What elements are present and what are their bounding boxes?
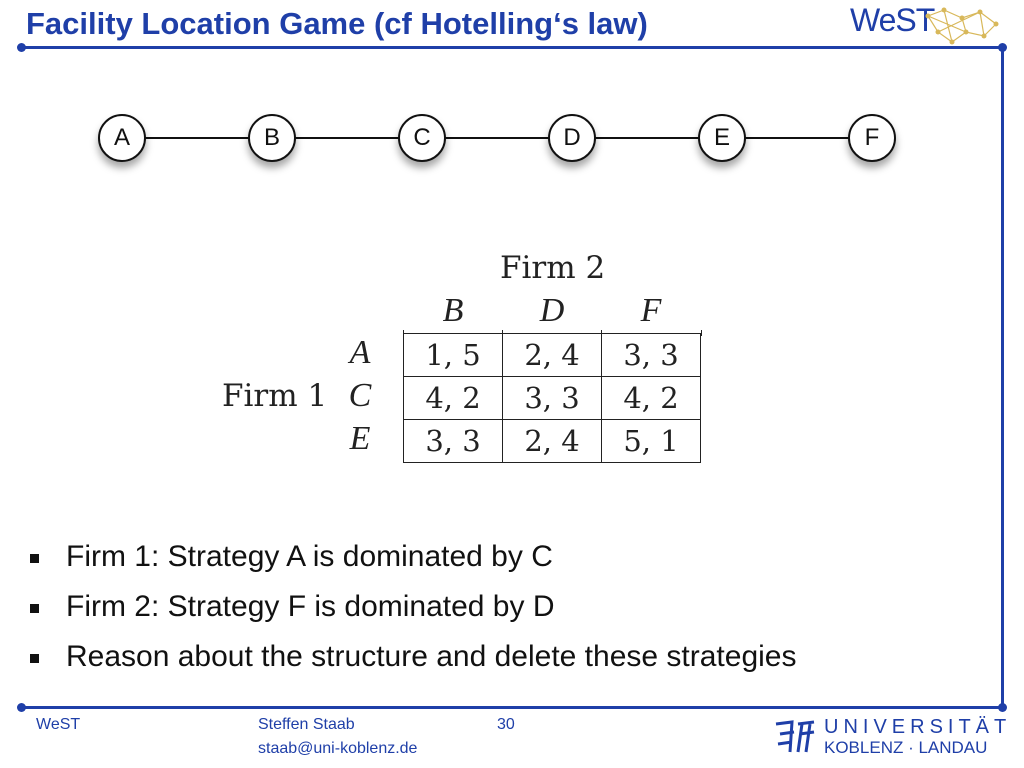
column-header: D [539, 292, 565, 329]
payoff-cell: 2, 4 [502, 419, 602, 463]
network-star-icon [925, 7, 999, 45]
university-emblem-icon [775, 720, 815, 753]
graph-node: C [398, 114, 446, 162]
bullet-square-icon [30, 654, 39, 663]
payoff-cell: 4, 2 [403, 376, 503, 420]
payoff-cell: 3, 3 [502, 376, 602, 420]
payoff-cell: 5, 1 [601, 419, 701, 463]
university-name-line1: UNIVERSITÄT [824, 716, 1012, 738]
graph-node: B [248, 114, 296, 162]
west-logo: WeST [850, 2, 1000, 46]
payoff-cell: 1, 5 [403, 333, 503, 377]
row-header: A [349, 334, 371, 371]
bullet-square-icon [30, 554, 39, 563]
graph-node: A [98, 114, 146, 162]
row-header: C [348, 377, 372, 414]
payoff-cell: 3, 3 [601, 333, 701, 377]
table-row: 1, 5 2, 4 3, 3 [403, 333, 701, 377]
university-name-line2: KOBLENZ · LANDAU [824, 738, 988, 757]
west-logo-text: WeST [850, 2, 935, 38]
footer-rule [17, 703, 1007, 712]
location-line-graph: A B C D E F [80, 100, 930, 190]
bullet-square-icon [30, 604, 39, 613]
page-number: 30 [497, 716, 515, 733]
right-rule [1001, 46, 1004, 706]
list-item: Firm 1: Strategy A is dominated by C [30, 540, 796, 590]
list-item: Firm 2: Strategy F is dominated by D [30, 590, 796, 640]
graph-node: F [848, 114, 896, 162]
payoff-cell: 2, 4 [502, 333, 602, 377]
footer-email: staab@uni-koblenz.de [258, 740, 418, 757]
firm1-label: Firm 1 [222, 378, 328, 414]
footer-author: Steffen Staab [258, 716, 355, 733]
row-header: E [349, 420, 371, 457]
footer-west: WeST [36, 716, 81, 733]
graph-node: D [548, 114, 596, 162]
graph-edge-line [122, 137, 872, 139]
graph-node: E [698, 114, 746, 162]
payoff-matrix: 1, 5 2, 4 3, 3 4, 2 3, 3 4, 2 3, 3 2, 4 … [403, 333, 701, 463]
header-rule [17, 43, 1007, 52]
payoff-cell: 3, 3 [403, 419, 503, 463]
firm2-label: Firm 2 [500, 250, 606, 286]
bullet-list: Firm 1: Strategy A is dominated by C Fir… [30, 540, 796, 690]
slide-title: Facility Location Game (cf Hotelling‘s l… [26, 6, 648, 41]
payoff-cell: 4, 2 [601, 376, 701, 420]
column-header: B [442, 292, 464, 329]
university-logo: UNIVERSITÄT KOBLENZ · LANDAU [768, 716, 1006, 760]
table-row: 4, 2 3, 3 4, 2 [403, 376, 701, 420]
list-item: Reason about the structure and delete th… [30, 640, 796, 690]
table-row: 3, 3 2, 4 5, 1 [403, 419, 701, 463]
column-header: F [640, 292, 662, 329]
